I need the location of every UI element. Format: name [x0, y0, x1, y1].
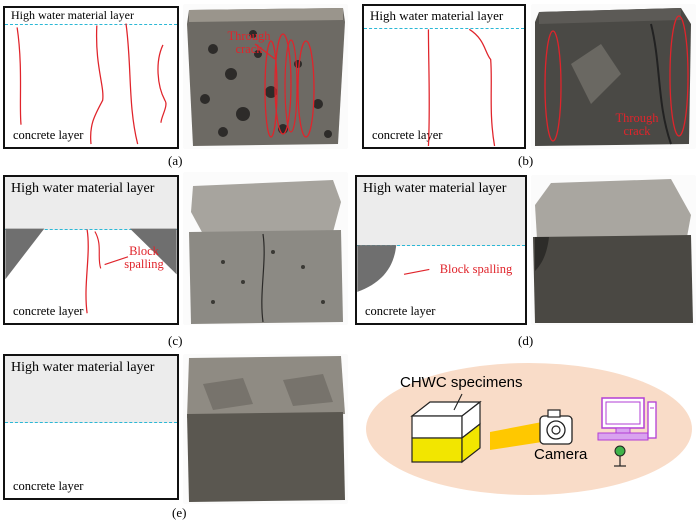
hw-layer-label: High water material layer	[11, 181, 155, 196]
hw-layer: High water material layer	[357, 177, 525, 246]
hw-layer: High water material layer	[5, 356, 177, 423]
panel-b-sketch: High water material layer concrete layer	[362, 4, 526, 149]
concrete-layer-label: concrete layer	[372, 128, 443, 142]
panel-e-photo	[183, 354, 348, 504]
caption-c: (c)	[168, 333, 183, 348]
block-spalling-label: Block spalling	[439, 262, 513, 276]
hw-layer: High water material layer	[364, 6, 524, 29]
through-crack-label: Through crack	[227, 29, 271, 56]
panel-d-photo	[531, 175, 696, 325]
panel-a-sketch: High water material layer concrete layer	[3, 6, 179, 149]
caption-b: (b)	[518, 153, 534, 168]
caption-d: (d)	[518, 333, 534, 348]
concrete-layer-label: concrete layer	[365, 304, 436, 318]
camera-beam	[490, 422, 542, 450]
hw-layer-label: High water material layer	[11, 360, 155, 375]
plant-icon	[614, 445, 626, 467]
specimen-block	[410, 393, 482, 464]
panel-a-photo: Through crack	[183, 4, 348, 149]
panel-b-photo: Through crack	[531, 4, 696, 149]
spall-diagram	[357, 245, 430, 292]
crack-lines	[16, 23, 167, 145]
concrete-layer-label: concrete layer	[13, 128, 84, 142]
panel-c-sketch: High water material layer concrete layer…	[3, 175, 179, 325]
caption-e: (e)	[172, 505, 187, 520]
hw-layer-label: High water material layer	[363, 181, 507, 196]
through-crack-label: Through crack	[615, 111, 659, 138]
block-spalling-label: Block spalling	[124, 244, 164, 271]
panel-e-sketch: High water material layer concrete layer	[3, 354, 179, 500]
hw-layer: High water material layer	[5, 177, 177, 230]
camera-label: Camera	[534, 446, 588, 463]
computer-icon	[597, 397, 657, 441]
setup-graphic	[366, 363, 692, 495]
specimen-label: CHWC specimens	[400, 374, 523, 391]
hw-layer: High water material layer	[5, 8, 177, 25]
hw-layer-label: High water material layer	[370, 8, 504, 23]
concrete-layer-label: concrete layer	[13, 304, 84, 318]
test-setup-illustration: CHWC specimens Camera	[362, 354, 696, 504]
camera-icon	[539, 409, 573, 445]
spall-diagram	[5, 228, 177, 314]
hw-layer-label: High water material layer	[11, 8, 134, 22]
crack-lines	[427, 28, 496, 147]
panel-c-photo	[183, 172, 348, 325]
concrete-layer-label: concrete layer	[13, 479, 84, 493]
caption-a: (a)	[168, 153, 183, 168]
panel-d-sketch: High water material layer concrete layer…	[355, 175, 527, 325]
